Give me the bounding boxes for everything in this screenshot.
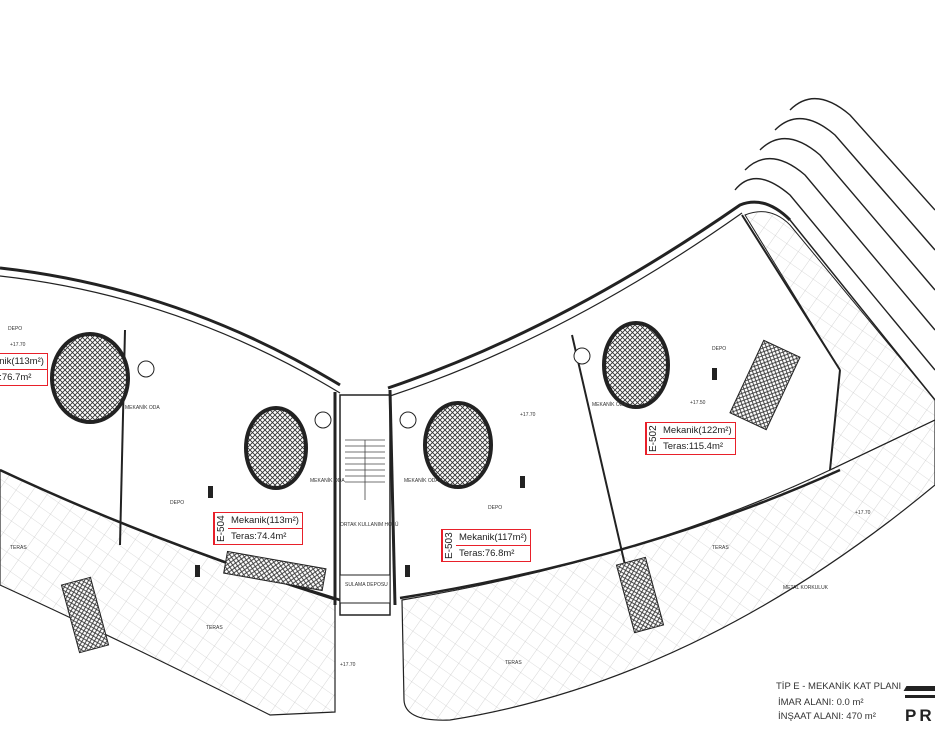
- terrace-left: [0, 469, 336, 716]
- level-mark: +17.70: [855, 510, 871, 516]
- unit-code: E-502: [646, 423, 660, 454]
- mechanical-tank: [50, 332, 130, 424]
- unit-label-box-e502: E-502 Mekanik(122m²) Teras:115.4m²: [645, 422, 736, 455]
- level-mark: +17.70: [520, 412, 536, 418]
- railing-label: METAL KORKULUK: [783, 585, 829, 591]
- room-label-depo: DEPO: [712, 346, 727, 352]
- room-label-depo: DEPO: [488, 505, 503, 511]
- unit-teras-area: Teras:115.4m²: [663, 441, 724, 452]
- room-label-sulama: SULAMA DEPOSU: [345, 582, 388, 588]
- imar-alani: İMAR ALANI: 0.0 m²: [778, 697, 864, 708]
- room-label-teras: TERAS: [206, 625, 223, 631]
- room-label-depo: DEPO: [8, 326, 23, 332]
- room-label-teras: TERAS: [10, 545, 27, 551]
- logo-text: PR: [905, 706, 935, 725]
- room-label-mekanik-oda: MEKANİK ODA: [125, 405, 160, 411]
- terrace-corner-right: [744, 211, 935, 471]
- unit-mekanik-area: Mekanik(117m²): [456, 530, 530, 546]
- level-mark: +17.50: [690, 400, 706, 406]
- logo-mark: [905, 695, 935, 698]
- room-label-mekanik-oda: MEKANİK ODA: [592, 402, 627, 408]
- company-logo: PR: [903, 686, 935, 726]
- mechanical-tank: [423, 401, 493, 489]
- insaat-alani: İNŞAAT ALANI: 470 m²: [778, 711, 876, 722]
- unit-teras-area: Teras:76.8m²: [459, 548, 515, 559]
- unit-mekanik-area: Mekanik(122m²): [660, 423, 735, 439]
- unit-code: E-503: [442, 530, 456, 561]
- room-label-teras: TERAS: [712, 545, 729, 551]
- unit-label-box-e503: E-503 Mekanik(117m²) Teras:76.8m²: [441, 529, 531, 562]
- plan-title: TİP E - MEKANİK KAT PLANI: [776, 681, 902, 692]
- room-label-mekanik-oda: MEKANİK ODA: [404, 478, 439, 484]
- room-label-ortak-hol: ORTAK KULLANIM HOLÜ: [340, 522, 399, 528]
- unit-label-box-e504: E-504 Mekanik(113m²) Teras:74.4m²: [213, 512, 303, 545]
- room-label-depo: DEPO: [170, 500, 185, 506]
- facade-right: [399, 468, 841, 600]
- unit-mekanik-area: Mekanik(113m²): [228, 513, 302, 529]
- level-mark: +17.70: [10, 342, 26, 348]
- title-block: TİP E - MEKANİK KAT PLANI İMAR ALANI: 0.…: [776, 680, 901, 724]
- unit-mekanik-area: Mekanik(113m²): [0, 354, 47, 370]
- mechanical-tank: [244, 406, 308, 490]
- room-label-teras: TERAS: [505, 660, 522, 666]
- roof-arcs: [734, 97, 935, 371]
- room-label-mekanik-oda: MEKANİK ODA: [310, 478, 345, 484]
- level-mark: +17.70: [340, 662, 356, 668]
- unit-teras-area: Teras:76.7m²: [0, 372, 32, 383]
- wall-right-outer: [387, 200, 792, 390]
- logo-mark: [903, 686, 935, 691]
- unit-label-box: Mekanik(113m²) Teras:76.7m²: [0, 353, 48, 386]
- wall-left-outer: [0, 266, 341, 387]
- unit-code: E-504: [214, 513, 228, 544]
- mechanical-tank: [602, 321, 670, 409]
- unit-teras-area: Teras:74.4m²: [231, 531, 287, 542]
